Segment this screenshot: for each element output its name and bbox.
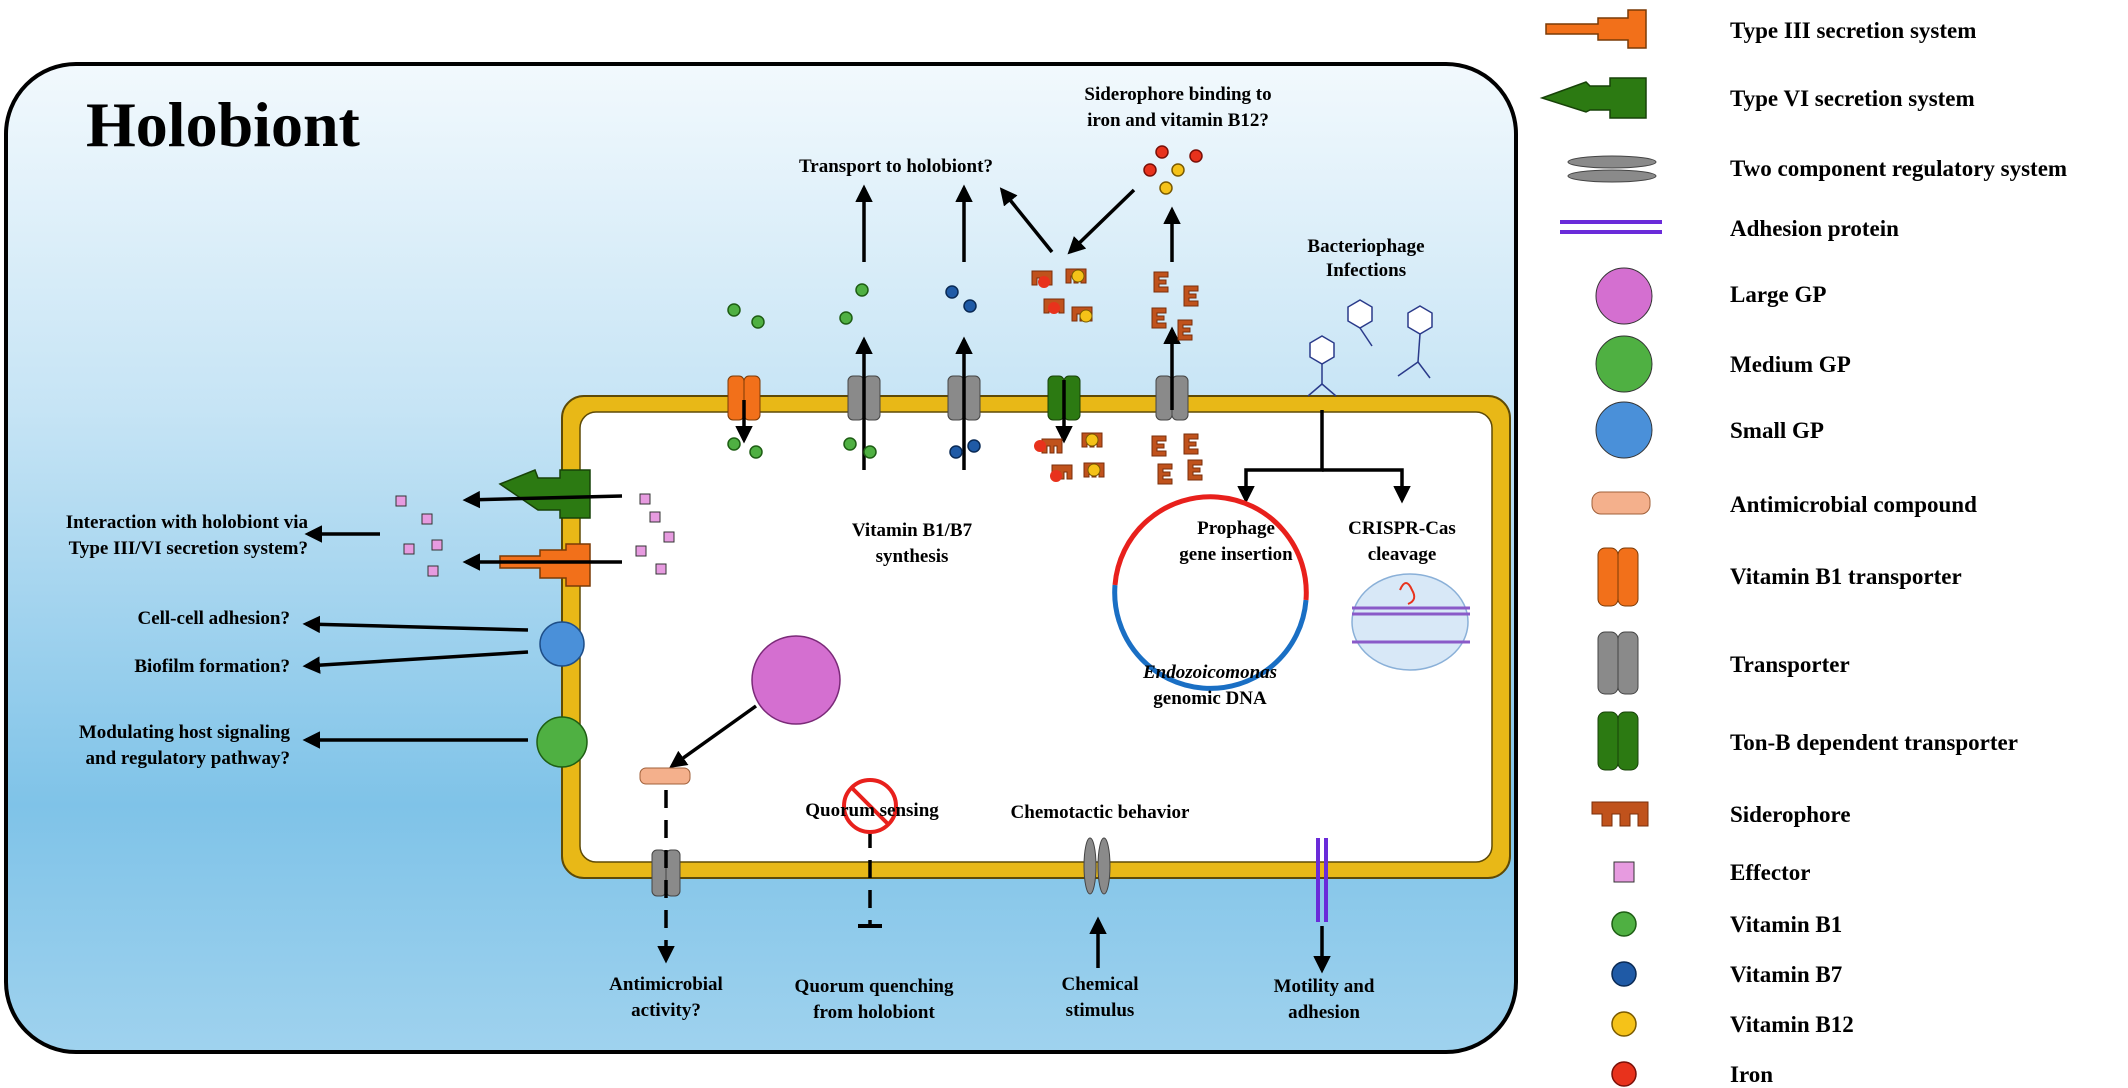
label-crispr-2: cleavage — [1368, 544, 1437, 565]
legend-label: Vitamin B1 transporter — [1730, 564, 1962, 589]
vitamin-b1-transporter-icon — [1597, 547, 1639, 607]
large-gp-cell — [751, 635, 841, 725]
vitamin-b7-icon — [1611, 961, 1637, 987]
large-gp-icon — [1595, 267, 1653, 325]
tonb-transporter-top — [1047, 375, 1081, 421]
vitamin-b1-transporter-top — [727, 375, 761, 421]
tonb-transporter-icon — [1597, 711, 1639, 771]
vitamin-b12-icon — [1611, 1011, 1637, 1037]
legend-label: Antimicrobial compound — [1730, 492, 1977, 517]
label-quorum: Quorum sensing — [805, 800, 939, 821]
type3-secretion-membrane — [499, 543, 591, 587]
medium-gp-membrane — [536, 716, 588, 768]
transporter-icon — [1597, 631, 1639, 695]
bacteriophage-icon — [1307, 299, 1433, 397]
holobiont-title: Holobiont — [86, 89, 361, 160]
transporter-b7 — [947, 375, 981, 421]
vitamin-b1-icon — [1611, 911, 1637, 937]
label-modulating-2: and regulatory pathway? — [86, 748, 290, 769]
label-prophage-1: Prophage — [1197, 518, 1275, 539]
label-phage-2: Infections — [1326, 260, 1406, 281]
small-gp-membrane — [539, 621, 585, 667]
legend-label: Large GP — [1730, 282, 1826, 307]
label-vitamin-synthesis-1: Vitamin B1/B7 — [852, 520, 973, 541]
legend-label: Transporter — [1730, 652, 1850, 677]
label-prophage-2: gene insertion — [1179, 544, 1293, 565]
adhesion-protein-icon — [1560, 220, 1662, 234]
legend-label: Vitamin B12 — [1730, 1012, 1854, 1037]
label-siderophore-2: iron and vitamin B12? — [1087, 110, 1269, 131]
label-vitamin-synthesis-2: synthesis — [876, 546, 949, 567]
adhesion-protein-bottom — [1316, 838, 1328, 922]
legend-label: Vitamin B1 — [1730, 912, 1842, 937]
effector-icon — [1613, 861, 1635, 883]
legend-label: Iron — [1730, 1062, 1773, 1087]
label-biofilm: Biofilm formation? — [134, 656, 290, 677]
transporter-bottom — [651, 849, 681, 897]
legend-label: Ton-B dependent transporter — [1730, 730, 2018, 755]
label-antimicrobial-1: Antimicrobial — [609, 974, 723, 995]
legend-label: Adhesion protein — [1730, 216, 1899, 241]
label-siderophore-1: Siderophore binding to — [1084, 84, 1271, 105]
label-interaction-2: Type III/VI secretion system? — [69, 538, 308, 559]
type6-secretion-membrane — [498, 469, 591, 519]
legend-label: Effector — [1730, 860, 1810, 885]
label-quench-1: Quorum quenching — [795, 976, 954, 997]
iron-icon — [1611, 1061, 1637, 1087]
label-chemical-1: Chemical — [1061, 974, 1138, 995]
legend-label: Small GP — [1730, 418, 1824, 443]
legend-label: Vitamin B7 — [1730, 962, 1842, 987]
siderophore-icon — [1591, 801, 1649, 827]
legend-label: Type III secretion system — [1730, 18, 1976, 43]
label-genome-2: genomic DNA — [1153, 688, 1267, 709]
label-interaction-1: Interaction with holobiont via — [66, 512, 309, 533]
label-cell-adhesion: Cell-cell adhesion? — [137, 608, 290, 629]
crispr-cas-icon — [1351, 573, 1470, 671]
legend-label: Two component regulatory system — [1730, 156, 2067, 181]
transporter-b1 — [847, 375, 881, 421]
label-chemotactic: Chemotactic behavior — [1011, 802, 1190, 823]
label-antimicrobial-2: activity? — [631, 1000, 701, 1021]
label-motility-1: Motility and — [1274, 976, 1375, 997]
label-transport: Transport to holobiont? — [799, 156, 993, 177]
medium-gp-icon — [1595, 335, 1653, 393]
type6-secretion-icon — [1539, 77, 1647, 119]
label-phage-1: Bacteriophage — [1307, 236, 1424, 257]
antimicrobial-compound-icon — [1591, 491, 1651, 515]
legend-labels: Type III secretion system Type VI secret… — [1730, 18, 2067, 1087]
two-component-icon — [1567, 155, 1657, 183]
legend-label: Siderophore — [1730, 802, 1851, 827]
legend-label: Type VI secretion system — [1730, 86, 1975, 111]
label-crispr-1: CRISPR-Cas — [1348, 518, 1456, 539]
label-chemical-2: stimulus — [1066, 1000, 1135, 1021]
two-component-bottom — [1083, 837, 1111, 895]
no-quorum-sensing-icon — [842, 778, 898, 834]
antimicrobial-compound-cell — [639, 767, 691, 785]
label-modulating-1: Modulating host signaling — [79, 722, 291, 743]
genomic-dna-icon — [1112, 494, 1309, 691]
label-quench-2: from holobiont — [813, 1002, 935, 1023]
small-gp-icon — [1595, 401, 1653, 459]
type3-secretion-icon — [1545, 9, 1647, 49]
legend — [1539, 9, 1662, 1087]
label-motility-2: adhesion — [1288, 1002, 1360, 1023]
label-genome-1: Endozoicomonas — [1142, 662, 1277, 683]
legend-label: Medium GP — [1730, 352, 1851, 377]
